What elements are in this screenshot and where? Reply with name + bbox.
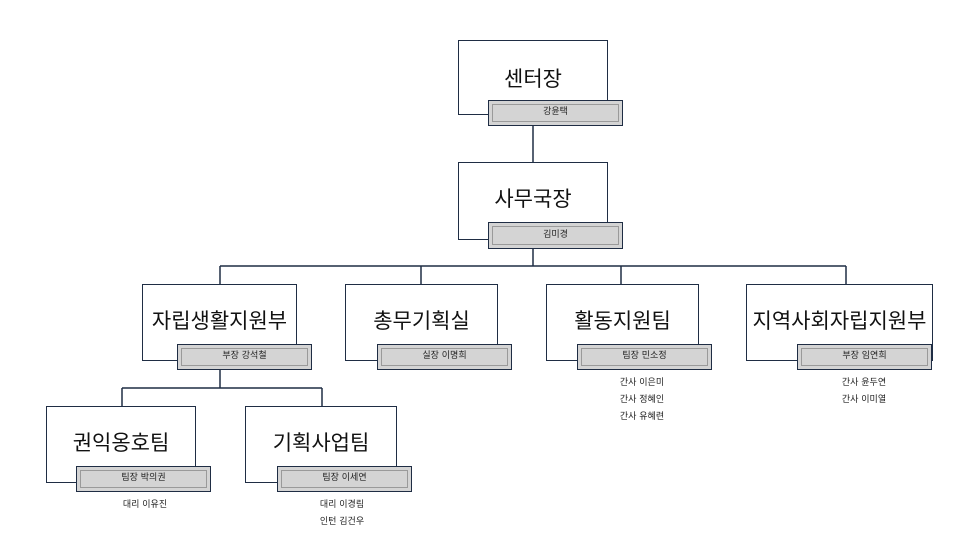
person-name: 부장 임연희 [842, 351, 887, 361]
node-title: 활동지원팀 [574, 309, 671, 333]
person-name: 강윤택 [543, 107, 568, 117]
member-list: 간사 윤두연 간사 이미열 [814, 375, 914, 409]
person-name: 팀장 박의권 [121, 473, 166, 483]
node-title: 총무기획실 [373, 309, 470, 333]
node-label: 강윤택 [488, 100, 623, 126]
list-item: 대리 이경림 [319, 500, 365, 510]
node-title: 센터장 [504, 67, 562, 91]
node-title: 권익옹호팀 [72, 431, 170, 455]
person-name: 부장 강석철 [222, 351, 267, 361]
list-item: 간사 이은미 [619, 378, 665, 388]
list-item: 간사 정혜인 [619, 395, 665, 405]
node-title: 자립생활지원부 [151, 309, 288, 333]
member-list: 대리 이유진 [100, 497, 190, 514]
list-item: 간사 이미열 [841, 395, 887, 405]
list-item: 간사 윤두연 [841, 378, 887, 388]
node-title: 지역사회자립지원부 [752, 309, 927, 333]
person-name: 김미경 [543, 230, 568, 240]
person-name: 팀장 민소정 [622, 351, 667, 361]
node-label: 팀장 민소정 [577, 344, 712, 370]
node-label: 부장 임연희 [797, 344, 932, 370]
node-label: 김미경 [488, 222, 623, 249]
list-item: 간사 유혜련 [619, 412, 665, 422]
list-item: 대리 이유진 [122, 500, 168, 510]
node-label: 실장 이명희 [377, 344, 512, 370]
node-label: 부장 강석철 [177, 344, 312, 370]
list-item: 인턴 김건우 [319, 517, 365, 527]
member-list: 간사 이은미 간사 정혜인 간사 유혜련 [592, 375, 692, 426]
node-label: 팀장 이세연 [277, 466, 412, 492]
person-name: 실장 이명희 [422, 351, 467, 361]
node-title: 사무국장 [494, 187, 572, 211]
member-list: 대리 이경림 인턴 김건우 [297, 497, 387, 531]
node-label: 팀장 박의권 [76, 466, 211, 492]
person-name: 팀장 이세연 [322, 473, 367, 483]
node-title: 기획사업팀 [272, 431, 370, 455]
